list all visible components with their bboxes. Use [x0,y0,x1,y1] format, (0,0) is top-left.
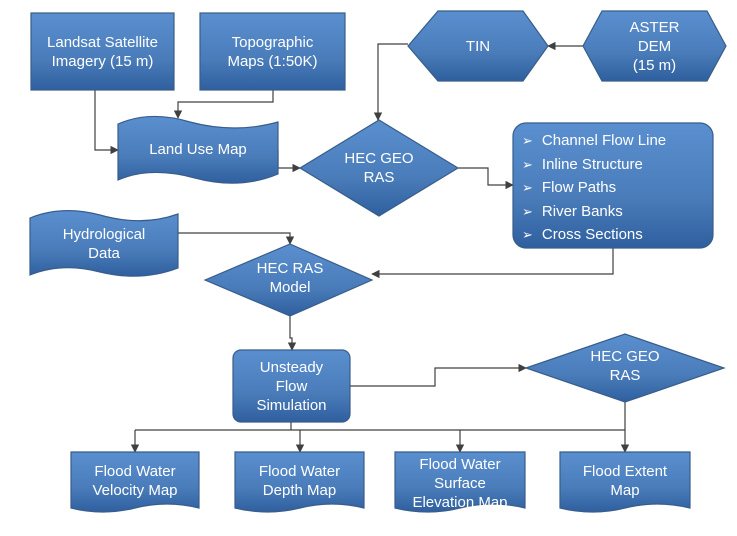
aster-label: ASTER DEM (15 m) [629,18,680,74]
hecras-diamond [203,243,374,317]
feature-item: Flow Paths [522,176,722,200]
landsat-label: Landsat Satellite Imagery (15 m) [47,33,158,70]
feature-item: River Banks [522,200,722,224]
arrow-hecgeo-to-features [458,167,514,190]
hecgeo1-diamond [298,119,460,217]
topo-label: Topographic Maps (1:50K) [227,33,318,70]
features-list: Channel Flow Line Inline Structure Flow … [522,129,722,247]
velocity-doc [70,451,200,513]
surface-doc [394,451,526,513]
hecgeo2-diamond [524,333,726,403]
hec-geo-ras-1-label: HEC GEO RAS [344,150,414,186]
surface-elevation-map-label: Flood Water Surface Elevation Map [412,455,508,511]
arrow-hydro-to-hecras [178,232,295,245]
flood-extent-map-label: Flood Extent Map [582,463,668,499]
hec-ras-model-label: HEC RAS Model [256,260,324,296]
arrow-unsteady-to-hecgeo2 [350,363,527,387]
arrow-topo-to-landuse [173,90,274,119]
aster-hexagon [582,10,727,82]
arrow-hecras-to-unsteady [287,316,297,351]
landuse-tape [117,115,279,184]
extent-doc [559,451,691,513]
depth-doc [234,451,365,513]
tin-hexagon [407,10,549,82]
unsteady-box [232,349,351,423]
topo-box [199,12,346,91]
velocity-map-label: Flood Water Velocity Map [92,463,178,499]
arrow-features-to-hecras [371,248,614,279]
arrow-tin-to-hecgeo [373,43,408,121]
hydro-tape [29,210,179,277]
arrow-landsat-to-landuse [94,90,119,155]
feature-item: Channel Flow Line [522,129,722,153]
depth-map-label: Flood Water Depth Map [258,463,341,499]
connectors [94,41,630,453]
hydrological-data-label: Hydrological Data [62,226,146,262]
arrow-landuse-to-hecgeo [277,150,301,173]
feature-item: Cross Sections [522,223,722,247]
landsat-box [30,12,175,91]
tin-label: TIN [465,37,491,55]
feature-item: Inline Structure [522,153,722,177]
unsteady-flow-label: Unsteady Flow Simulation [256,358,327,414]
land-use-label: Land Use Map [149,140,247,158]
hec-geo-ras-2-label: HEC GEO RAS [590,348,660,384]
